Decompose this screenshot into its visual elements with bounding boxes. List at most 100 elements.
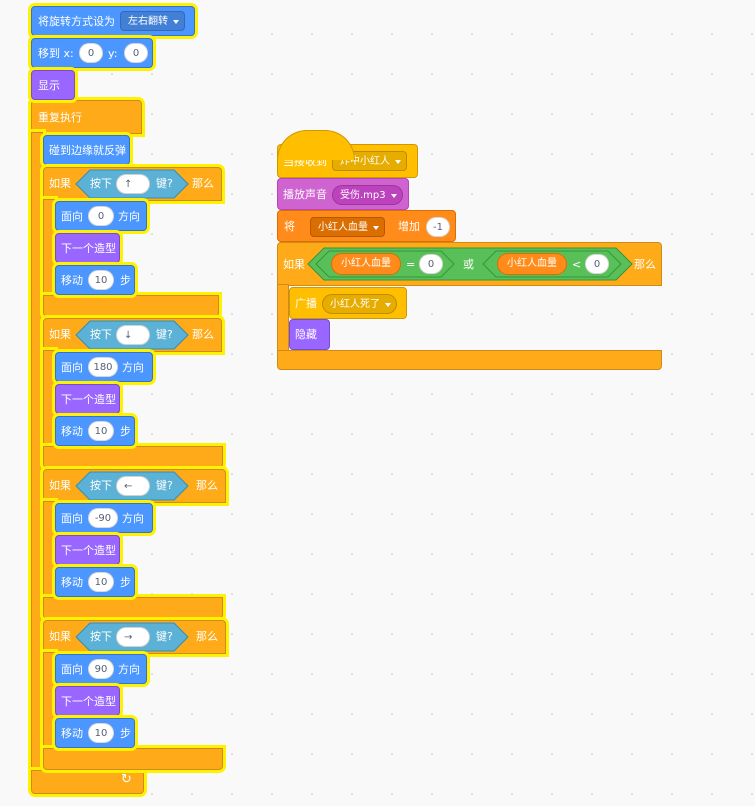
cond2-variable-reporter[interactable]: 小红人血量 (497, 253, 567, 275)
goto-x-input[interactable]: 0 (79, 43, 103, 63)
next-costume-label-2: 下一个造型 (61, 544, 116, 557)
or-label: 或 (463, 258, 474, 271)
move-label-2: 移动 (61, 576, 83, 589)
steps-input-1[interactable]: 10 (88, 421, 114, 441)
goto-xy-block[interactable]: 移到 x: 0 y: 0 (31, 38, 153, 68)
move-label-0: 移动 (61, 274, 83, 287)
press-label-3: 按下 (90, 630, 112, 643)
move-steps-block-0[interactable]: 移动 10 步 (55, 265, 135, 295)
direction-input-1[interactable]: 180 (88, 357, 118, 377)
then-label-2: 那么 (196, 479, 218, 492)
move-steps-block-2[interactable]: 移动 10 步 (55, 567, 135, 597)
hide-label: 隐藏 (295, 328, 317, 341)
direction-suffix-1: 方向 (122, 361, 144, 374)
rotation-style-dropdown[interactable]: 左右翻转 (120, 11, 185, 31)
move-steps-block-1[interactable]: 移动 10 步 (55, 416, 135, 446)
move-label-3: 移动 (61, 727, 83, 740)
next-costume-label-0: 下一个造型 (61, 242, 116, 255)
key-dropdown-0[interactable]: ↑ (116, 174, 150, 194)
show-label: 显示 (38, 79, 60, 92)
set-rotation-style-label: 将旋转方式设为 (38, 15, 115, 28)
then-label-right: 那么 (634, 258, 656, 271)
press-label-0: 按下 (90, 177, 112, 190)
if-label-0: 如果 (49, 177, 71, 190)
next-costume-label-1: 下一个造型 (61, 393, 116, 406)
point-label-3: 面向 (61, 663, 83, 676)
point-direction-block-3[interactable]: 面向 90 方向 (55, 654, 147, 684)
change-variable-block[interactable]: 将 小红人血量 增加 -1 (277, 210, 456, 242)
direction-suffix-3: 方向 (118, 663, 140, 676)
goto-y-input[interactable]: 0 (124, 43, 148, 63)
point-label-0: 面向 (61, 210, 83, 223)
hat-cap (277, 130, 355, 160)
forever-block[interactable] (31, 100, 142, 134)
direction-input-2[interactable]: -90 (88, 508, 118, 528)
steps-suffix-3: 步 (120, 727, 131, 740)
play-sound-label: 播放声音 (283, 188, 327, 201)
point-label-2: 面向 (61, 512, 83, 525)
if-arm-0 (43, 199, 55, 301)
direction-input-0[interactable]: 0 (88, 206, 114, 226)
if-label-right: 如果 (283, 258, 305, 271)
key-suffix-3: 键? (156, 630, 173, 643)
move-label-1: 移动 (61, 425, 83, 438)
key-suffix-1: 键? (156, 328, 173, 341)
forever-bottom (31, 770, 144, 794)
steps-suffix-0: 步 (120, 274, 131, 287)
steps-input-0[interactable]: 10 (88, 270, 114, 290)
set-rotation-style-block[interactable]: 将旋转方式设为 左右翻转 (31, 6, 195, 36)
if-bottom-1 (43, 446, 223, 468)
key-suffix-2: 键? (156, 479, 173, 492)
cond2-value-input[interactable]: 0 (585, 254, 609, 274)
forever-arm (31, 132, 43, 784)
next-costume-block-2[interactable]: 下一个造型 (55, 535, 120, 565)
steps-input-3[interactable]: 10 (88, 723, 114, 743)
point-direction-block-0[interactable]: 面向 0 方向 (55, 201, 147, 231)
broadcast-label: 广播 (295, 297, 317, 310)
goto-x-label: 移到 x: (38, 47, 74, 60)
broadcast-block[interactable]: 广播 小红人死了 (289, 287, 407, 319)
next-costume-block-0[interactable]: 下一个造型 (55, 233, 120, 263)
point-label-1: 面向 (61, 361, 83, 374)
key-dropdown-2[interactable]: ← (116, 476, 150, 496)
loop-arrow-icon: ↻ (121, 772, 132, 787)
change-amount-input[interactable]: -1 (426, 217, 450, 237)
play-sound-block[interactable]: 播放声音 受伤.mp3 (277, 178, 409, 210)
key-dropdown-1[interactable]: ↓ (116, 325, 150, 345)
cond1-value-input[interactable]: 0 (419, 254, 443, 274)
steps-suffix-1: 步 (120, 425, 131, 438)
steps-suffix-2: 步 (120, 576, 131, 589)
point-direction-block-2[interactable]: 面向 -90 方向 (55, 503, 153, 533)
move-steps-block-3[interactable]: 移动 10 步 (55, 718, 135, 748)
show-block[interactable]: 显示 (31, 70, 75, 100)
direction-input-3[interactable]: 90 (88, 659, 114, 679)
press-label-2: 按下 (90, 479, 112, 492)
direction-suffix-2: 方向 (122, 512, 144, 525)
if-arm-1 (43, 350, 55, 452)
variable-dropdown[interactable]: 小红人血量 (310, 217, 385, 237)
direction-suffix-0: 方向 (118, 210, 140, 223)
if-bottom-0 (43, 295, 219, 317)
steps-input-2[interactable]: 10 (88, 572, 114, 592)
cond1-operator-label: = (406, 258, 416, 271)
then-label-3: 那么 (196, 630, 218, 643)
hide-block[interactable]: 隐藏 (289, 319, 330, 350)
next-costume-block-1[interactable]: 下一个造型 (55, 384, 120, 414)
then-label-0: 那么 (192, 177, 214, 190)
if-bottom-2 (43, 597, 223, 619)
cond1-variable-reporter[interactable]: 小红人血量 (331, 253, 401, 275)
if-arm-2 (43, 501, 55, 603)
next-costume-label-3: 下一个造型 (61, 695, 116, 708)
key-suffix-0: 键? (156, 177, 173, 190)
broadcast-message-dropdown[interactable]: 小红人死了 (322, 294, 397, 314)
point-direction-block-1[interactable]: 面向 180 方向 (55, 352, 153, 382)
if-label-2: 如果 (49, 479, 71, 492)
key-dropdown-3[interactable]: → (116, 627, 150, 647)
change-by-label: 增加 (398, 220, 420, 233)
next-costume-block-3[interactable]: 下一个造型 (55, 686, 120, 716)
sound-dropdown[interactable]: 受伤.mp3 (332, 185, 403, 205)
if-arm-right (277, 284, 289, 354)
bounce-block[interactable]: 碰到边缘就反弹 (43, 135, 130, 165)
bounce-label: 碰到边缘就反弹 (49, 144, 126, 157)
cond2-operator-label: < (572, 258, 582, 271)
